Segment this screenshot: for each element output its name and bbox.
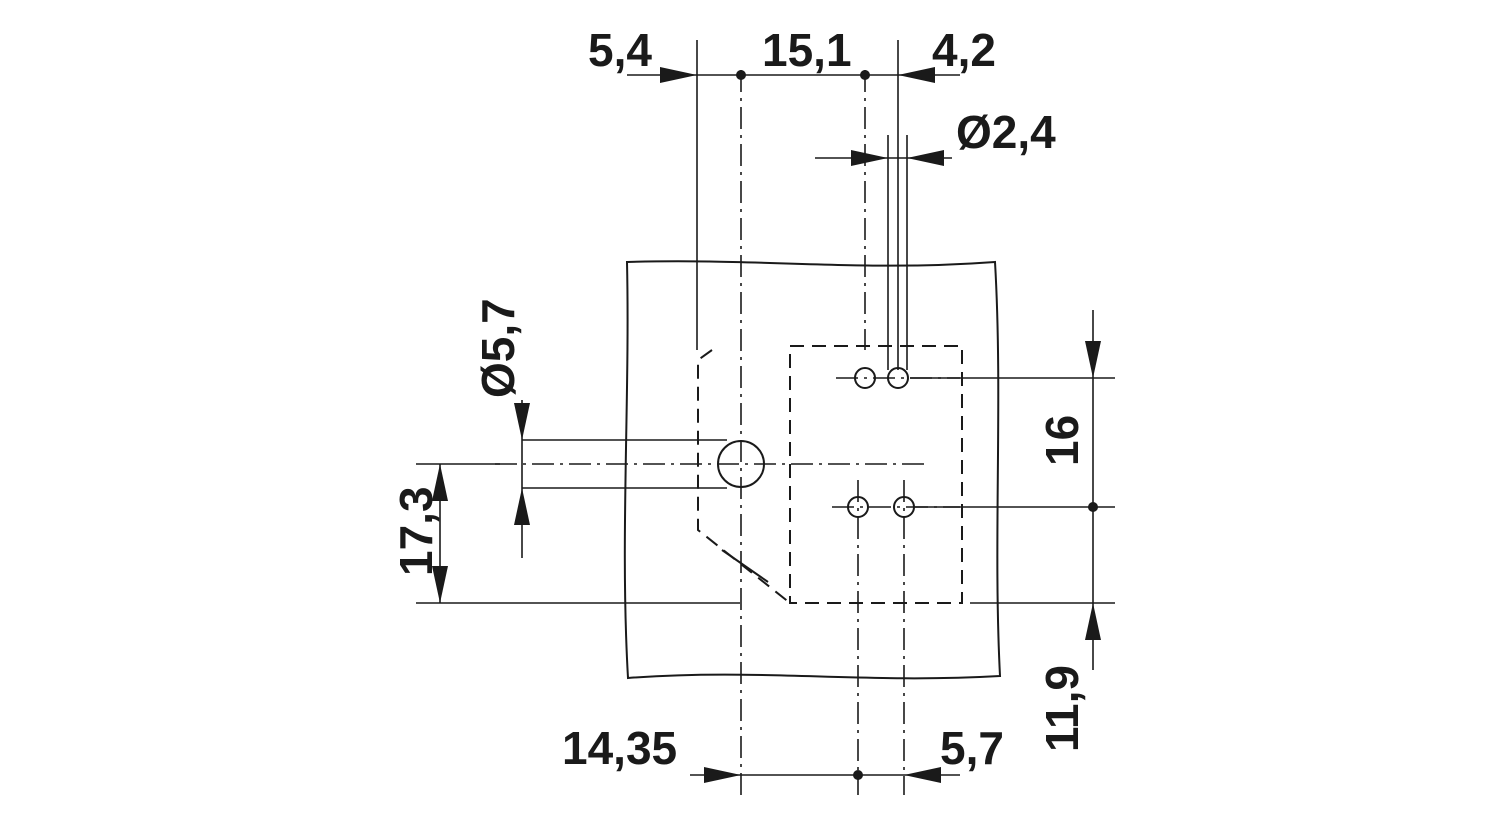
pin-hole	[893, 496, 915, 518]
center-lines	[495, 70, 960, 795]
right-height-dimension	[1085, 310, 1101, 670]
top-dimension	[627, 67, 960, 83]
component-footprint	[697, 345, 963, 604]
mounting-hole	[717, 440, 765, 488]
dim-label-14-35: 14,35	[562, 722, 677, 774]
bottom-dimension	[690, 767, 960, 783]
pin-hole	[887, 367, 909, 389]
dim-label-5-4: 5,4	[588, 24, 652, 76]
dim-label-hole-diameter: Ø5,7	[472, 298, 524, 398]
dim-label-11-9: 11,9	[1036, 665, 1088, 752]
pin-hole	[854, 367, 876, 389]
left-height-dimension	[416, 463, 500, 603]
dim-label-pin-diameter: Ø2,4	[956, 106, 1056, 158]
dim-label-5-7: 5,7	[940, 722, 1004, 774]
dim-label-15-1: 15,1	[762, 24, 852, 76]
dim-label-16: 16	[1036, 415, 1088, 466]
pin-diameter-dimension	[815, 150, 952, 166]
extension-lines	[416, 40, 1115, 604]
board-outline	[623, 260, 1002, 680]
dim-label-17-3: 17,3	[390, 486, 442, 576]
holes	[717, 367, 915, 518]
dim-label-4-2: 4,2	[932, 24, 996, 76]
pin-hole	[847, 496, 869, 518]
hole-diameter-dimension	[514, 400, 530, 558]
